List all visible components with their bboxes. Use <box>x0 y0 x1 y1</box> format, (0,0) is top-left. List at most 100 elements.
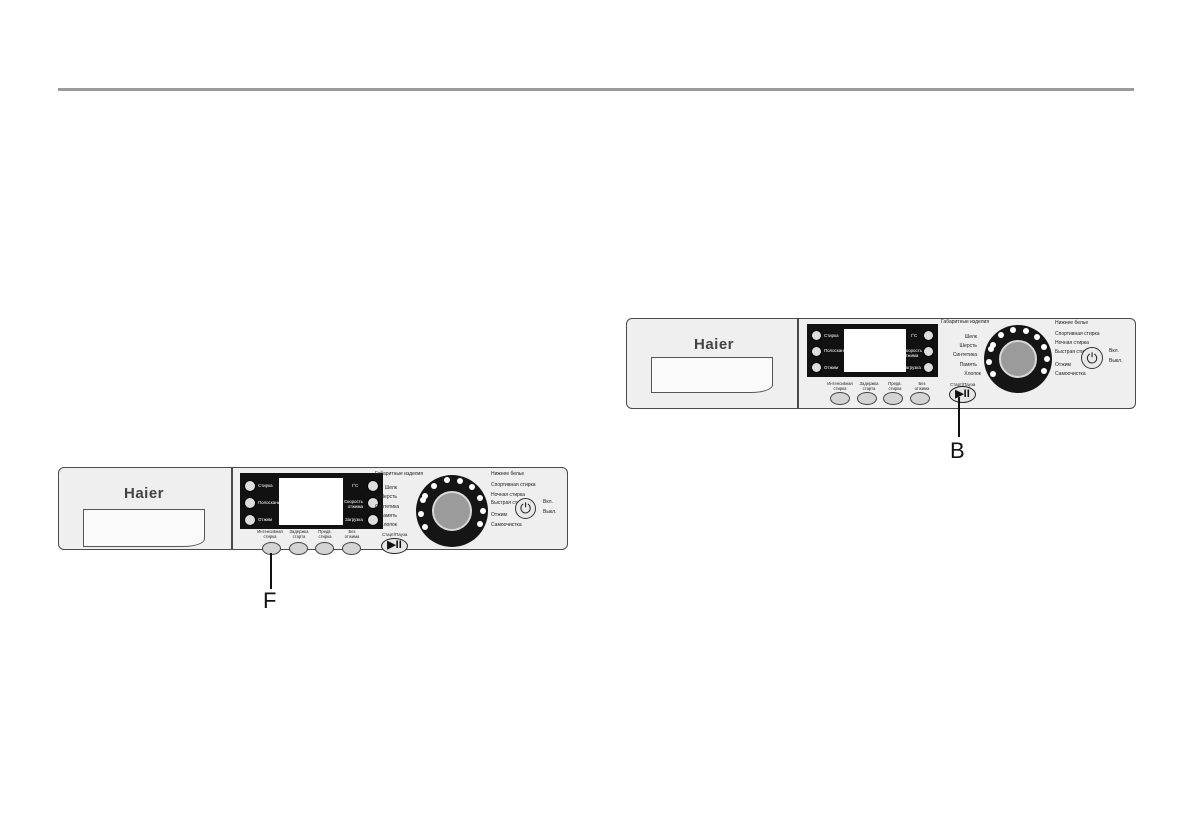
prewash-button[interactable] <box>883 392 903 405</box>
start-pause-button[interactable]: ▶II <box>949 386 976 403</box>
rinse-button[interactable] <box>811 346 822 357</box>
rinse-button-label: Полоскание <box>824 348 849 353</box>
program-synthetics: Синтетика <box>952 352 977 358</box>
wash-button[interactable] <box>244 480 256 492</box>
control-panel-right: Haier Стирка Полоскание Отжим t°C Скорос… <box>626 318 1136 409</box>
program-indicator-dot <box>468 484 475 491</box>
callout-label-b: B <box>950 438 965 463</box>
program-indicator-dot <box>989 370 996 377</box>
program-wool: Шерсть <box>379 494 397 500</box>
program-night: Ночная стирка <box>491 492 525 498</box>
delay-start-button[interactable] <box>857 392 877 405</box>
program-silk: Шелк <box>384 485 397 491</box>
load-button-label: Загрузка <box>903 365 921 370</box>
program-cotton: Хлопок <box>964 371 981 377</box>
spin-speed-button[interactable] <box>923 346 934 357</box>
lcd-screen <box>844 329 906 372</box>
program-indicator-dot <box>1041 343 1048 350</box>
spin-button-label: Отжим <box>258 517 272 522</box>
temp-button-label: t°C <box>911 333 918 338</box>
callout-line-f <box>270 553 272 589</box>
temp-button-label: t°C <box>352 483 359 488</box>
program-quick: Быстрая стирка <box>1055 349 1092 355</box>
display-unit: Стирка Полоскание Отжим t°C Скорость отж… <box>240 473 383 529</box>
prewash-button[interactable] <box>315 542 334 555</box>
program-memory: Память <box>959 362 977 368</box>
wash-button-label: Стирка <box>824 333 839 338</box>
program-dial-icon[interactable] <box>432 491 472 531</box>
program-indicator-dot <box>422 492 429 499</box>
prewash-label: Предв. стирка <box>318 529 332 539</box>
power-on-label: Вкл. <box>1109 348 1119 354</box>
start-pause-button[interactable]: ▶II <box>381 538 408 554</box>
no-spin-label: Без отжима <box>344 529 360 539</box>
power-off-label: Выкл. <box>543 509 557 515</box>
panel-divider <box>231 468 233 549</box>
rinse-button-label: Полоскание <box>258 500 283 505</box>
program-dial-icon[interactable] <box>999 340 1037 378</box>
program-spin: Отжим <box>1055 362 1071 368</box>
lcd-screen <box>279 478 343 525</box>
program-indicator-dot <box>477 521 484 528</box>
program-indicator-dot <box>480 508 486 514</box>
power-button[interactable]: ⏻ <box>515 498 536 519</box>
load-button[interactable] <box>367 514 379 526</box>
wash-button[interactable] <box>811 330 822 341</box>
spin-button[interactable] <box>244 514 256 526</box>
spin-button[interactable] <box>811 362 822 373</box>
brand-logo: Haier <box>694 336 735 353</box>
intensive-wash-button[interactable] <box>830 392 850 405</box>
spin-button-label: Отжим <box>824 365 838 370</box>
program-indicator-dot <box>443 477 450 484</box>
control-panel-left: Haier Стирка Полоскание Отжим t°C Скорос… <box>58 467 568 555</box>
program-indicator-dot <box>418 510 425 517</box>
program-wool: Шерсть <box>959 343 977 349</box>
no-spin-button[interactable] <box>342 542 361 555</box>
power-off-label: Выкл. <box>1109 358 1123 364</box>
detergent-drawer[interactable] <box>83 509 205 547</box>
program-night: Ночная стирка <box>1055 340 1089 346</box>
intensive-wash-label: Интенсивная стирка <box>827 381 853 391</box>
rinse-button[interactable] <box>244 497 256 509</box>
spin-speed-button[interactable] <box>367 497 379 509</box>
load-button[interactable] <box>923 362 934 373</box>
no-spin-label: Без отжима <box>914 381 930 391</box>
power-button[interactable]: ⏻ <box>1081 347 1103 369</box>
panel-divider <box>797 319 799 408</box>
program-sport: Спортивная стирка <box>1055 331 1100 337</box>
program-indicator-dot <box>1041 368 1048 375</box>
program-dial[interactable] <box>416 475 488 547</box>
power-icon: ⏻ <box>1086 350 1098 366</box>
intensive-wash-button[interactable] <box>262 542 281 555</box>
program-quick: Быстрая стирка <box>491 500 528 506</box>
program-indicator-dot <box>986 358 993 365</box>
program-indicator-dot <box>989 341 996 348</box>
intensive-wash-label: Интенсивная стирка <box>257 529 283 539</box>
detergent-drawer[interactable] <box>651 357 773 393</box>
callout-label-f: F <box>263 588 277 613</box>
power-on-label: Вкл. <box>543 499 553 505</box>
delay-start-button[interactable] <box>289 542 308 555</box>
spin-speed-button-label: Скорость отжима <box>903 348 922 358</box>
program-bulky: Габаритные изделия <box>375 471 424 477</box>
wash-button-label: Стирка <box>258 483 273 488</box>
start-pause-label: Старт/Пауза <box>382 532 408 537</box>
no-spin-button[interactable] <box>910 392 930 405</box>
program-indicator-dot <box>477 494 484 501</box>
program-indicator-dot <box>422 523 429 530</box>
program-indicator-dot <box>431 482 438 489</box>
program-indicator-dot <box>1044 356 1050 362</box>
temp-button[interactable] <box>367 480 379 492</box>
delay-start-label: Задержка старта <box>859 381 879 391</box>
program-underwear: Нижнее белье <box>1055 320 1089 326</box>
program-indicator-dot <box>1033 333 1040 340</box>
program-spin: Отжим <box>491 512 507 518</box>
program-silk: Шелк <box>964 334 977 340</box>
temp-button[interactable] <box>923 330 934 341</box>
program-indicator-dot <box>998 332 1005 339</box>
program-dial[interactable] <box>984 325 1052 393</box>
program-indicator-dot <box>1009 327 1016 334</box>
program-indicator-dot <box>1022 327 1029 334</box>
program-indicator-dot <box>457 478 464 485</box>
program-bulky: Габаритные изделия <box>941 319 990 325</box>
